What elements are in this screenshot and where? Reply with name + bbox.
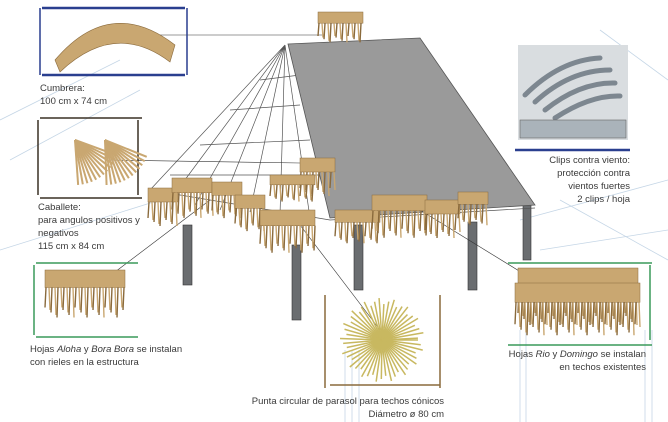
text: Hojas [30, 344, 57, 355]
clips-label: Clips contra viento: protección contra v… [549, 154, 630, 206]
product-name: Bora Bora [91, 344, 135, 355]
aloha-label: Hojas Aloha y Bora Bora se instalan con … [30, 343, 182, 369]
cumbrera-title: Cumbrera: [40, 83, 85, 94]
thatch-panel [147, 187, 179, 227]
punta-circular-image [339, 298, 424, 382]
rio-label: Hojas Rio y Domingo se instalan en techo… [509, 348, 646, 374]
thatch-panel [44, 269, 126, 318]
thatch-panel [171, 177, 214, 218]
text: y [549, 349, 560, 360]
clips-count: 2 clips / hoja [577, 194, 630, 205]
caballete-title: Caballete: [38, 202, 81, 213]
clips-image [518, 45, 628, 140]
image-frames [33, 6, 652, 388]
roof-panel [287, 37, 536, 219]
rio-desc: en techos existentes [559, 362, 646, 373]
thatch-panel [514, 282, 641, 336]
aloha-desc: con rieles en la estructura [30, 357, 139, 368]
clips-desc: protección contra [557, 168, 630, 179]
caballete-label: Caballete: para angulos positivos y nega… [38, 201, 140, 253]
text: se instalan [597, 349, 646, 360]
product-name: Domingo [559, 349, 598, 360]
caballete-size: 115 cm x 84 cm [38, 241, 105, 252]
clips-title: Clips contra viento: [549, 155, 630, 166]
punta-title: Punta circular de parasol para techos có… [251, 396, 444, 407]
product-name: Rio [535, 349, 550, 360]
text: se instalan [134, 344, 183, 355]
punta-label: Punta circular de parasol para techos có… [252, 395, 444, 421]
punta-diameter: Diámetro ø 80 cm [368, 409, 445, 420]
thatch-panel [424, 199, 461, 239]
cumbrera-label: Cumbrera: 100 cm x 74 cm [40, 82, 107, 108]
thatch-panel [371, 194, 428, 238]
clips-desc-2: vientos fuertes [568, 181, 630, 192]
thatch-panel [269, 174, 316, 202]
text: y [81, 344, 92, 355]
cumbrera-image [54, 23, 176, 73]
thatch-panel [259, 209, 316, 253]
cumbrera-size: 100 cm x 74 cm [40, 96, 108, 107]
thatch-panels [44, 11, 641, 336]
background-sketch [0, 29, 668, 422]
text: Hojas [508, 349, 536, 360]
thatch-panel [317, 11, 364, 43]
caballete-image [74, 139, 148, 186]
product-name: Aloha [56, 344, 82, 355]
caballete-desc: para angulos positivos y [38, 215, 140, 226]
caballete-desc-2: negativos [38, 228, 79, 239]
thatch-panel [457, 191, 489, 226]
